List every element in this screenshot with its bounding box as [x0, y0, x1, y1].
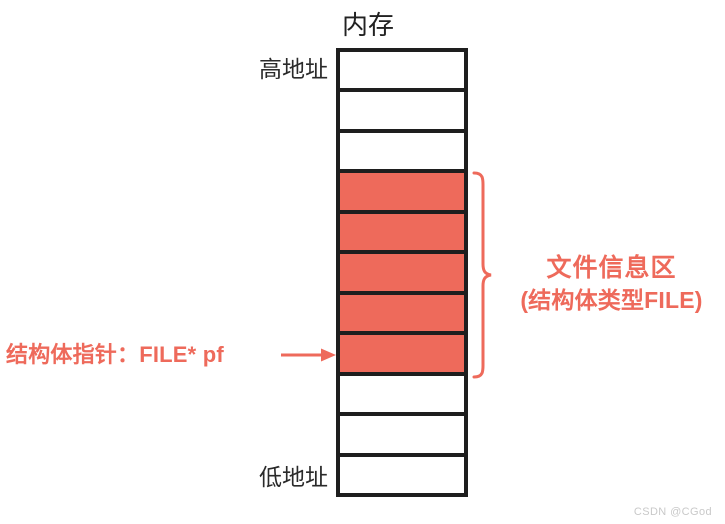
low-address-label: 低地址	[259, 464, 328, 490]
pointer-arrow-icon	[281, 348, 336, 362]
memory-cell-empty	[340, 375, 464, 417]
memory-cell-empty	[340, 92, 464, 133]
region-brace-icon	[470, 170, 494, 380]
file-info-region-line2: (结构体类型FILE)	[520, 287, 703, 313]
file-info-region-label: 文件信息区 (结构体类型FILE)	[498, 252, 725, 316]
memory-cell-empty	[340, 132, 464, 174]
memory-cell-filled	[340, 294, 464, 336]
memory-cell-empty	[340, 52, 464, 93]
struct-pointer-label: 结构体指针：FILE* pf	[6, 342, 224, 367]
memory-cell-empty	[340, 416, 464, 457]
file-info-region-line1: 文件信息区	[546, 254, 677, 282]
memory-cell-filled	[340, 254, 464, 295]
memory-cell-empty	[340, 456, 464, 493]
memory-cell-stack	[336, 48, 468, 497]
memory-title: 内存	[341, 10, 394, 40]
memory-cell-filled	[340, 335, 464, 376]
high-address-label: 高地址	[259, 56, 328, 82]
watermark: CSDN @CGod	[633, 506, 712, 518]
memory-cell-filled	[340, 213, 464, 255]
memory-cell-filled	[340, 173, 464, 214]
